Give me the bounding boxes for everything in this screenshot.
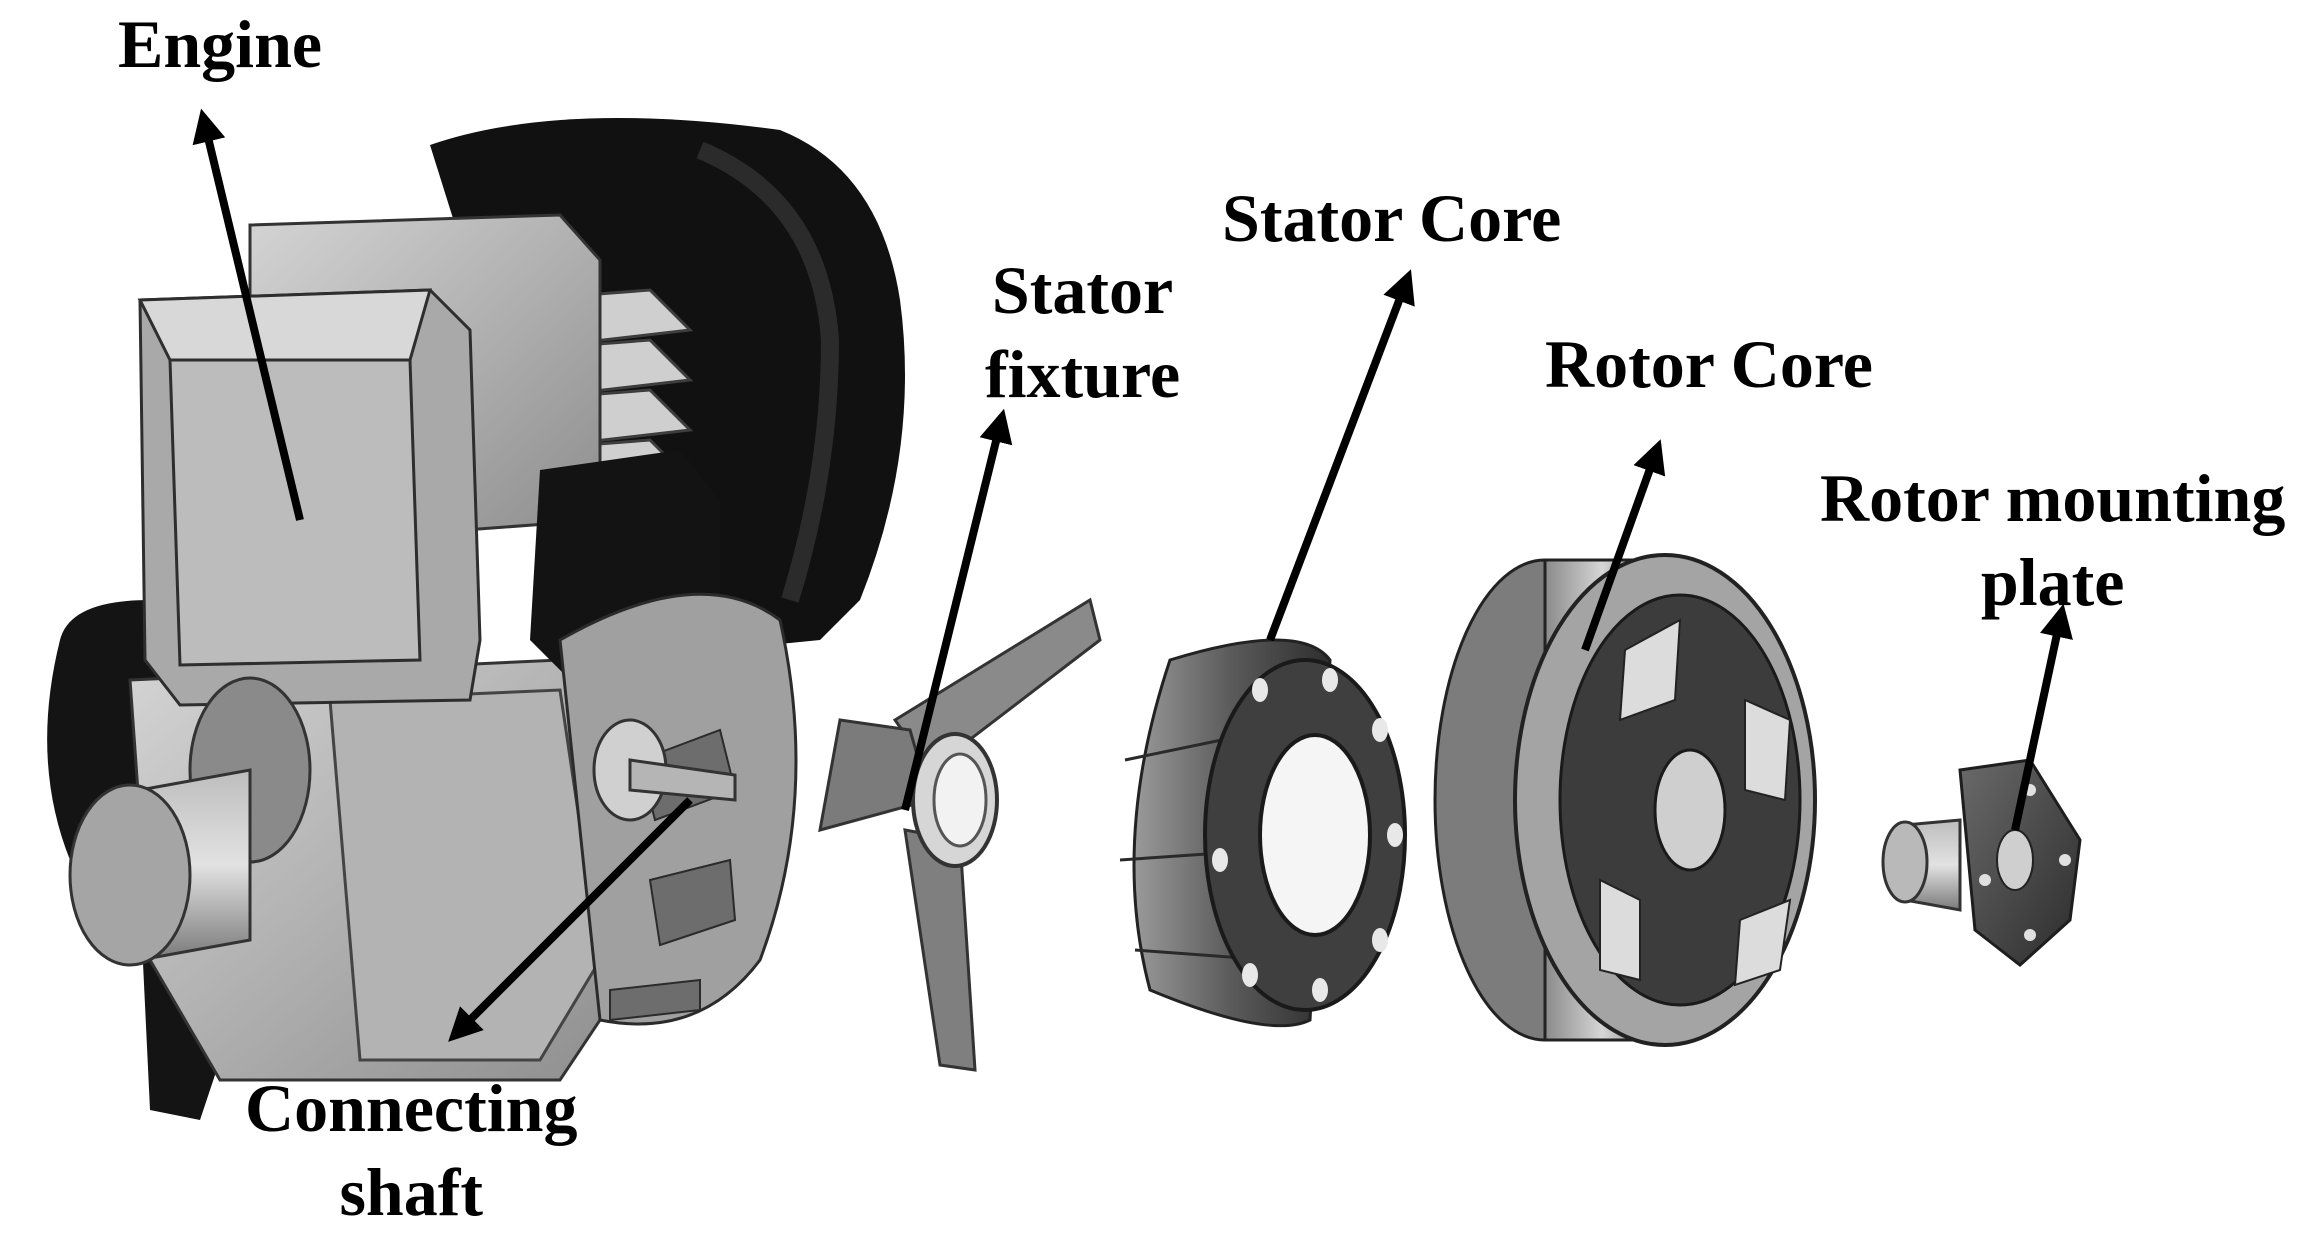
stator-core-bore (1258, 733, 1372, 937)
rotor-mounting-plate-label: Rotor mounting plate (1820, 456, 2285, 624)
connecting-shaft-label-line-2: shaft (339, 1154, 484, 1230)
rotor-mounting-plate (1881, 758, 2082, 967)
rotor-core-arrow (1581, 439, 1666, 652)
connecting-shaft-stub (628, 758, 737, 802)
engine-shroud-highlight (696, 141, 840, 603)
engine-arrow (192, 108, 304, 521)
engine-starter-drum-face (68, 783, 192, 967)
stator-core (1119, 638, 1407, 1028)
engine-front-block-top (137, 288, 433, 362)
rotor-core-windows (1599, 618, 1792, 987)
connecting-shaft-label: Connecting shaft (245, 1066, 577, 1234)
engine-crankcase-face (328, 688, 602, 1062)
rotor-plate-neck-end (1881, 820, 1929, 904)
stator-fixture-label-line-2: fixture (985, 336, 1181, 412)
engine-label: Engine (118, 6, 323, 82)
rotor-plate-center (1996, 829, 2034, 891)
rotor-mounting-plate-arrow (2011, 603, 2073, 831)
stator-fixture-label-line-1: Stator (991, 252, 1174, 328)
connecting-shaft-arrow (448, 797, 693, 1042)
rotor-core (1433, 553, 1817, 1047)
stator-fixture-label: Stator fixture (985, 248, 1180, 416)
connecting-shaft-label-line-1: Connecting (245, 1070, 578, 1146)
stator-fixture-ring-inner (932, 752, 988, 848)
callout-arrows (192, 108, 2073, 1042)
engine-assembly (47, 118, 905, 1120)
stator-core-label: Stator Core (1222, 180, 1562, 256)
stator-fixture (818, 597, 1102, 1072)
stator-core-arrow (1266, 269, 1415, 642)
stator-fixture-arm-upper (892, 597, 1102, 773)
stator-fixture-arrow (901, 408, 1013, 811)
rotor-core-center-bore (1653, 748, 1727, 872)
rotor-mounting-plate-label-line-1: Rotor mounting (1820, 460, 2286, 536)
rotor-mounting-plate-label-line-2: plate (1980, 544, 2125, 620)
stator-core-bolt-holes (1212, 668, 1403, 1002)
rotor-core-label: Rotor Core (1545, 326, 1873, 402)
